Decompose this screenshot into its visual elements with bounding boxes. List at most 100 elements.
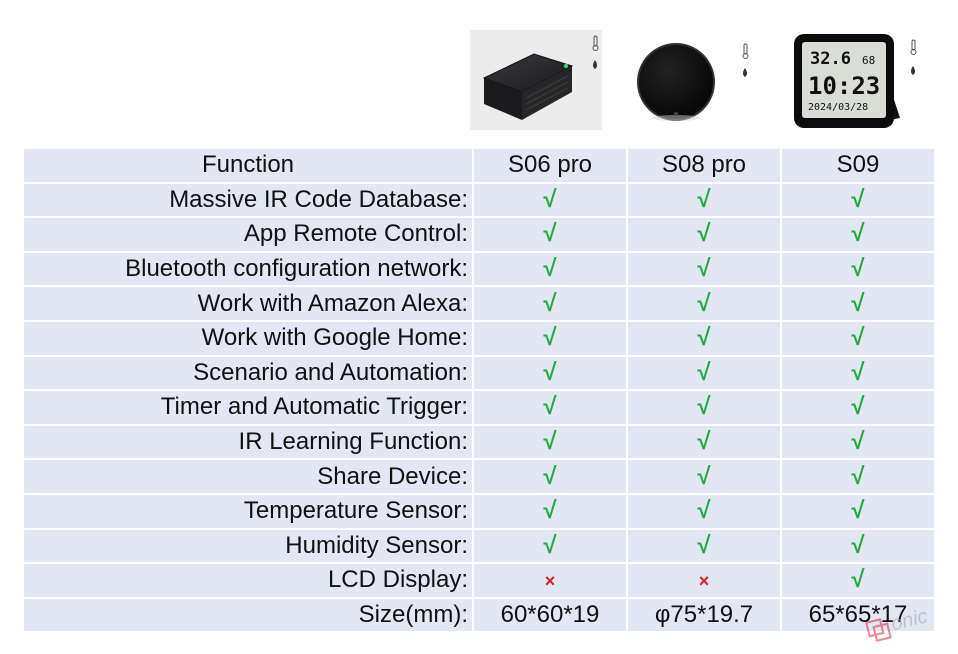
check-mark-icon: √ — [543, 255, 557, 283]
check-mark-icon: √ — [543, 185, 557, 213]
check-mark-icon: √ — [543, 393, 557, 421]
cell-s08-pro: √ — [628, 252, 780, 286]
cell-s06-pro: √ — [474, 183, 626, 217]
check-mark-icon: √ — [851, 185, 865, 213]
cell-s08-pro: √ — [628, 218, 780, 251]
feature-label: LCD Display: — [24, 564, 472, 597]
cell-s09: √ — [782, 356, 934, 390]
table-row: Bluetooth configuration network: √ √ √ — [24, 252, 934, 286]
header-s09: S09 — [782, 149, 934, 182]
check-mark-icon: √ — [697, 497, 711, 525]
humidity-icon — [911, 66, 915, 75]
check-mark-icon: √ — [697, 185, 711, 213]
thermometer-icon — [910, 39, 917, 55]
cell-s09: √ — [782, 425, 934, 459]
cell-s06-pro: √ — [474, 287, 626, 320]
table-row: Temperature Sensor: √ √ √ — [24, 494, 934, 528]
feature-label: Bluetooth configuration network: — [24, 252, 472, 286]
cell-s06-pro: × — [474, 564, 626, 597]
feature-label: Temperature Sensor: — [24, 494, 472, 528]
check-mark-icon: √ — [697, 531, 711, 559]
product-image-s08-pro — [626, 30, 766, 130]
cell-s09: √ — [782, 564, 934, 597]
check-mark-icon: √ — [697, 324, 711, 352]
table-row: LCD Display:××√ — [24, 564, 934, 597]
cell-s09: √ — [782, 183, 934, 217]
cell-value: φ75*19.7 — [654, 601, 754, 629]
table-body: Massive IR Code Database:√√√App Remote C… — [24, 183, 934, 632]
check-mark-icon: √ — [543, 324, 557, 352]
lcd-temperature: 32.6 — [810, 49, 851, 69]
check-mark-icon: √ — [543, 531, 557, 559]
cell-value: 65*65*17 — [808, 601, 908, 629]
table-row: IR Learning Function:√√√ — [24, 425, 934, 459]
cell-s09: √ — [782, 287, 934, 320]
cell-s09: √ — [782, 494, 934, 528]
check-mark-icon: √ — [697, 428, 711, 456]
cell-s08-pro: √ — [628, 460, 780, 493]
cell-s08-pro: √ — [628, 356, 780, 390]
check-mark-icon: √ — [851, 462, 865, 490]
check-mark-icon: √ — [697, 220, 711, 248]
table-row: App Remote Control: √ √ √ — [24, 218, 934, 251]
header-function: Function — [24, 149, 472, 182]
table-row: Massive IR Code Database:√√√ — [24, 183, 934, 217]
check-mark-icon: √ — [851, 324, 865, 352]
cell-s06-pro: √ — [474, 321, 626, 355]
check-mark-icon: √ — [851, 566, 865, 594]
check-mark-icon: √ — [851, 358, 865, 386]
header-row: Function S06 pro S08 pro S09 — [24, 149, 934, 182]
header-s08-pro: S08 pro — [628, 149, 780, 182]
feature-label: Work with Amazon Alexa: — [24, 287, 472, 320]
watermark-logo: onic — [860, 582, 958, 651]
cell-s09: 65*65*17 — [782, 598, 934, 632]
feature-label: Humidity Sensor: — [24, 529, 472, 563]
lcd-humidity: 68 — [862, 54, 875, 67]
lcd-date: 2024/03/28 — [808, 102, 868, 113]
table-row: Scenario and Automation:√√√ — [24, 356, 934, 390]
feature-label: Timer and Automatic Trigger: — [24, 391, 472, 424]
check-mark-icon: √ — [851, 531, 865, 559]
svg-text:onic: onic — [889, 605, 930, 635]
check-mark-icon: √ — [543, 497, 557, 525]
feature-label: Share Device: — [24, 460, 472, 493]
table-row: Work with Amazon Alexa: √ √ √ — [24, 287, 934, 320]
table-row: Timer and Automatic Trigger: √ √ √ — [24, 391, 934, 424]
table-row: Humidity Sensor: √ √ √ — [24, 529, 934, 563]
cell-s06-pro: √ — [474, 425, 626, 459]
cell-s08-pro: √ — [628, 287, 780, 320]
check-mark-icon: √ — [697, 462, 711, 490]
cell-s08-pro: √ — [628, 494, 780, 528]
thermometer-icon — [742, 43, 749, 59]
check-mark-icon: √ — [543, 220, 557, 248]
cell-s09: √ — [782, 391, 934, 424]
check-mark-icon: √ — [851, 393, 865, 421]
cell-s08-pro: φ75*19.7 — [628, 598, 780, 632]
cell-value: 60*60*19 — [500, 601, 600, 629]
feature-label: Size(mm): — [24, 598, 472, 632]
humidity-icon — [743, 68, 747, 77]
cell-s08-pro: × — [628, 564, 780, 597]
check-mark-icon: √ — [543, 289, 557, 317]
cell-s09: √ — [782, 218, 934, 251]
check-mark-icon: √ — [697, 289, 711, 317]
check-mark-icon: √ — [851, 255, 865, 283]
feature-label: Work with Google Home: — [24, 321, 472, 355]
check-mark-icon: √ — [697, 255, 711, 283]
lcd-time: 10:23 — [808, 72, 880, 100]
cell-s08-pro: √ — [628, 529, 780, 563]
feature-label: App Remote Control: — [24, 218, 472, 251]
check-mark-icon: √ — [851, 497, 865, 525]
cell-s06-pro: √ — [474, 252, 626, 286]
cell-s09: √ — [782, 321, 934, 355]
check-mark-icon: √ — [543, 462, 557, 490]
check-mark-icon: √ — [543, 428, 557, 456]
product-image-s09: 32.6 68 10:23 2024/03/28 — [780, 30, 930, 130]
product-image-s06-pro — [470, 30, 602, 130]
check-mark-icon: √ — [543, 358, 557, 386]
check-mark-icon: √ — [697, 393, 711, 421]
cell-s09: √ — [782, 252, 934, 286]
cell-s09: √ — [782, 460, 934, 493]
cell-s06-pro: √ — [474, 529, 626, 563]
cell-s08-pro: √ — [628, 183, 780, 217]
